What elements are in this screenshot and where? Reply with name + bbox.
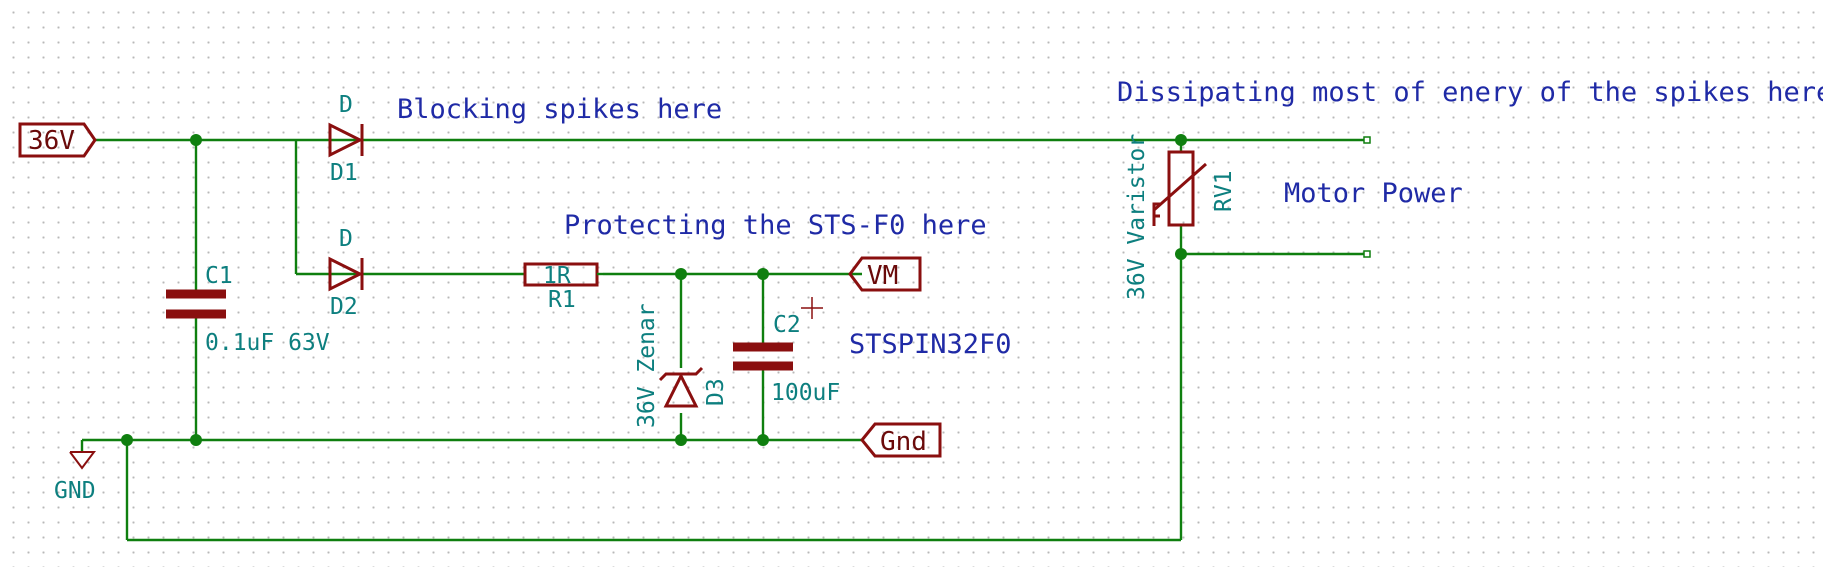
note-stspin32f0: STSPIN32F0 (849, 329, 1012, 360)
wires (82, 138, 1365, 542)
note-blocking-spikes: Blocking spikes here (397, 94, 722, 125)
rv1-u-mark (1152, 202, 1160, 218)
label-36v-text: 36V (28, 126, 75, 156)
d3-value: 36V Zenar (634, 303, 660, 428)
junction-dot (757, 434, 769, 446)
note-dissipating: Dissipating most of enery of the spikes … (1117, 77, 1823, 108)
junction-dot (1175, 248, 1187, 260)
capacitor-c1: C1 0.1uF 63V (166, 263, 330, 356)
motor-power-terminal-plus (1363, 136, 1371, 144)
d3-triangle (663, 372, 699, 408)
junction-dot (757, 268, 769, 280)
d3-ref: D3 (703, 378, 729, 406)
d2-value: D (339, 226, 353, 252)
label-vm-outline (848, 256, 922, 292)
d3-zener-bar (658, 366, 704, 382)
r1-value: 1R (543, 263, 571, 289)
junction-dot (675, 434, 687, 446)
rv1-ref: RV1 (1211, 170, 1237, 212)
motor-power-terminal-minus (1363, 250, 1371, 258)
junction-dot (190, 434, 202, 446)
gnd-symbol-icon (69, 451, 96, 470)
label-gnd-outline (860, 422, 942, 458)
label-vm-text: VM (867, 261, 898, 291)
diode-d1: D D1 (328, 92, 396, 186)
junctions (121, 134, 1187, 446)
label-gnd-text: Gnd (880, 427, 927, 457)
label-36v: 36V (18, 122, 97, 158)
gnd-symbol-label: GND (54, 478, 96, 504)
d2-anode-triangle (328, 256, 364, 292)
d2-ref: D2 (330, 294, 358, 320)
r1-ref: R1 (548, 287, 576, 313)
capacitor-c2: C2 100uF (733, 297, 840, 406)
rv1-body (1167, 150, 1195, 227)
label-gnd: Gnd (860, 422, 942, 458)
label-vm: VM (848, 256, 922, 292)
junction-dot (121, 434, 133, 446)
rv1-voltage-line (1152, 162, 1207, 226)
c2-value: 100uF (771, 380, 840, 406)
label-36v-outline (18, 122, 97, 158)
c1-value: 0.1uF 63V (205, 330, 330, 356)
junction-dot (190, 134, 202, 146)
gnd-power-symbol: GND (54, 440, 96, 504)
d1-value: D (339, 92, 353, 118)
varistor-rv1: 36V Varistor RV1 (1124, 134, 1237, 300)
c2-ref: C2 (773, 312, 801, 338)
zener-d3: 36V Zenar D3 (634, 303, 729, 428)
junction-dot (1175, 134, 1187, 146)
resistor-r1: 1R R1 (523, 262, 603, 313)
note-protecting: Protecting the STS-F0 here (564, 210, 987, 241)
diode-d2: D D2 (328, 226, 396, 320)
c1-ref: C1 (205, 263, 233, 289)
d1-anode-triangle (328, 122, 364, 158)
d1-ref: D1 (330, 160, 358, 186)
rv1-value: 36V Varistor (1124, 134, 1150, 300)
junction-dot (675, 268, 687, 280)
note-motor-power: Motor Power (1284, 178, 1463, 209)
